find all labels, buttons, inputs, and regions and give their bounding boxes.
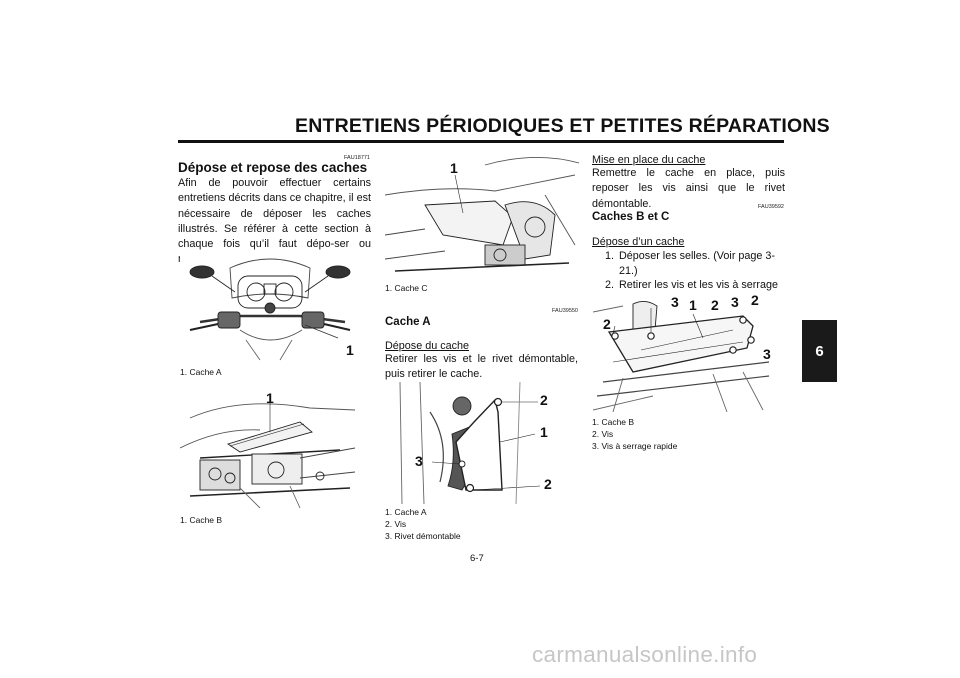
callout-1: 1: [266, 390, 274, 406]
chapter-tab-number: 6: [815, 342, 824, 360]
figure-caption: 2. Vis: [385, 519, 407, 529]
callout-2: 2: [544, 476, 552, 492]
callout-3: 3: [763, 346, 771, 362]
callout-3: 3: [731, 294, 739, 310]
callout-2: 2: [603, 316, 611, 332]
page-number: 6-7: [470, 553, 484, 564]
figure-cache-a-detail: 2 1 3 2: [390, 382, 568, 504]
figure-caption: 1. Cache C: [385, 283, 428, 293]
figure-cache-a-dashboard: 1: [180, 250, 360, 362]
callout-3: 3: [671, 294, 679, 310]
watermark: carmanualsonline.info: [532, 642, 758, 667]
figure-caption: 1. Cache B: [592, 417, 635, 427]
callout-2: 2: [751, 292, 759, 308]
step-text: Déposer les selles. (Voir page 3-21.): [619, 250, 776, 277]
subheading: Dépose du cache: [385, 340, 470, 352]
list-item: 1. Déposer les selles. (Voir page 3-21.): [592, 249, 785, 278]
section-title: Cache A: [385, 316, 431, 328]
reference-code: FAU18771: [344, 155, 370, 161]
header-rule: [178, 140, 784, 143]
section-title: Caches B et C: [592, 211, 670, 223]
figure-caption: 2. Vis: [592, 429, 614, 439]
chapter-tab: 6: [802, 320, 837, 382]
figure-cache-b-detail: 3 1 2 3 2 2 3: [593, 292, 771, 412]
callout-1: 1: [540, 424, 548, 440]
callout-2: 2: [540, 392, 548, 408]
figure-caption: 1. Cache A: [180, 367, 222, 377]
subheading: Mise en place du cache: [592, 154, 706, 166]
figure-caption: 3. Rivet démontable: [385, 531, 461, 541]
callout-1: 1: [689, 297, 697, 313]
page-header-title: ENTRETIENS PÉRIODIQUES ET PETITES RÉPARA…: [295, 115, 830, 137]
callout-2: 2: [711, 297, 719, 313]
figure-caption: 1. Cache A: [385, 507, 427, 517]
step-number: 1.: [604, 250, 614, 262]
figure-caption: 3. Vis à serrage rapide: [592, 441, 678, 451]
reference-code: FAU39550: [552, 308, 578, 314]
step-number: 2.: [604, 279, 614, 291]
figure-caption: 1. Cache B: [180, 515, 223, 525]
install-paragraph: Remettre le cache en place, puis reposer…: [592, 167, 785, 210]
figure-cache-b: 1: [180, 388, 360, 510]
callout-3: 3: [415, 453, 423, 469]
reference-code: FAU39592: [758, 204, 784, 210]
section-title: Dépose et repose des caches: [178, 160, 368, 175]
callout-1: 1: [346, 342, 354, 358]
subheading: Dépose d’un cache: [592, 236, 685, 248]
figure-cache-c: 1: [385, 155, 579, 277]
removal-paragraph: Retirer les vis et le rivet démontable, …: [385, 353, 578, 381]
callout-1: 1: [450, 160, 458, 176]
